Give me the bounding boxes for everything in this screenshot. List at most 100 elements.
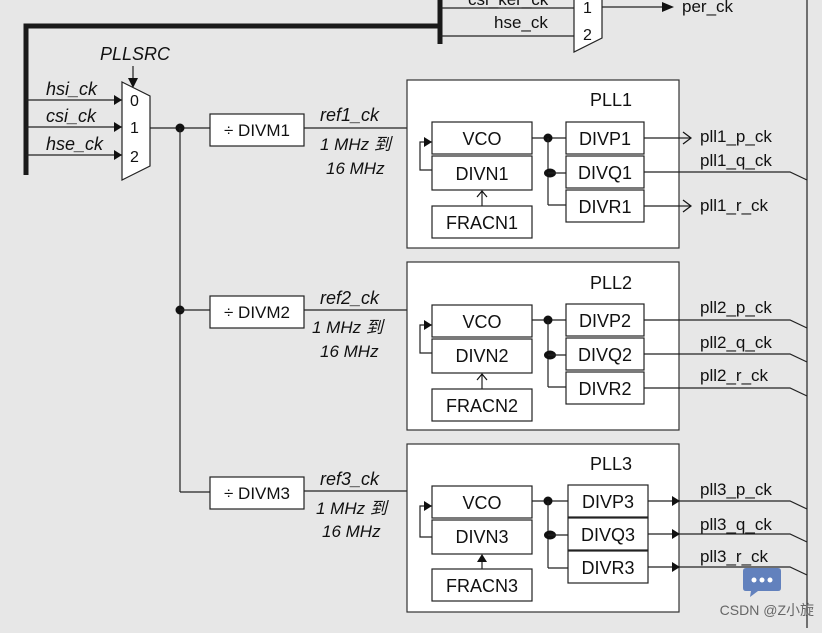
pll2-divr-box (565, 371, 645, 405)
pll3-feedback-arrow (424, 501, 432, 511)
pll1-divn-label: DIVN1 (455, 164, 508, 184)
pll1-fracn-arrow (476, 190, 488, 198)
pll1-vco-label: VCO (462, 129, 501, 149)
pll2-ref-label: ref2_ck (320, 288, 380, 308)
pll2-vco-box (431, 304, 533, 338)
pll3-vco-box (431, 485, 533, 519)
pll2-title: PLL2 (590, 273, 632, 293)
pll3-p-arrow (672, 496, 680, 506)
pll2-divq-label: DIVQ2 (578, 345, 632, 365)
pll2-divm-box (209, 295, 305, 329)
top-mux (573, 0, 603, 53)
pll1-range-line1: 1 MHz 到 (320, 135, 394, 154)
pll1-divr-label: DIVR1 (578, 197, 631, 217)
pllsrc-label: PLLSRC (100, 44, 171, 64)
pll3-block: ÷ DIVM3 ref3_ck 1 MHz 到 16 MHz PLL3 VCO … (209, 443, 808, 613)
pll2-range-line2: 16 MHz (320, 342, 379, 361)
output-per-ck: per_ck (682, 0, 734, 16)
pll3-fracn-arrow (477, 554, 487, 562)
pll2-fracn-arrow (476, 373, 488, 381)
pllsrc-number-1: 1 (130, 120, 139, 137)
pll1-divq-label: DIVQ1 (578, 163, 632, 183)
pll3-ref-label: ref3_ck (320, 469, 380, 489)
pll3-divm-box (209, 476, 305, 510)
pll2-divq-box (565, 337, 645, 371)
pllsrc-mux (121, 81, 151, 181)
top-mux-number-2: 2 (583, 27, 592, 44)
pll1-out-p: pll1_p_ck (700, 127, 772, 146)
pll2-out-r: pll2_r_ck (700, 366, 769, 385)
pll1-divm-box (209, 113, 305, 147)
pll2-range-line1: 1 MHz 到 (312, 318, 386, 337)
pll3-divq-label: DIVQ3 (581, 525, 635, 545)
pll2-fracn-box (431, 388, 533, 422)
pll1-range-line2: 16 MHz (326, 159, 385, 178)
pll1-divm-label: ÷ DIVM1 (224, 121, 290, 140)
pll1-divp-box (565, 121, 645, 155)
pll3-divr-label: DIVR3 (581, 558, 634, 578)
csi-arrow (114, 122, 122, 132)
pll1-r-arrow (682, 199, 692, 213)
pll3-divm-label: ÷ DIVM3 (224, 484, 290, 503)
pllsrc-number-2: 2 (130, 149, 139, 166)
pll3-vco-label: VCO (462, 493, 501, 513)
pll1-q-wire (644, 171, 808, 181)
pll3-range-line1: 1 MHz 到 (316, 499, 390, 518)
watermark: CSDN @Z小旋 (719, 602, 814, 618)
pll2-divp-label: DIVP2 (579, 311, 631, 331)
pll3-divq-box (567, 517, 649, 551)
pll3-title: PLL3 (590, 454, 632, 474)
pll3-r-wire-b (680, 566, 808, 576)
pll1-p-arrow (682, 131, 692, 145)
hsi-arrow (114, 95, 122, 105)
pll2-divm-label: ÷ DIVM2 (224, 303, 290, 322)
pll2-divn-label: DIVN2 (455, 346, 508, 366)
top-mux-number-1: 1 (583, 0, 592, 17)
pll2-divn-box (431, 338, 533, 374)
pll3-divn-label: DIVN3 (455, 527, 508, 547)
pll1-out-q: pll1_q_ck (700, 151, 772, 170)
pll2-q-wire (644, 353, 808, 363)
pll2-feedback-arrow (424, 320, 432, 330)
pll3-divn-box (431, 519, 533, 555)
pllsrc-input-hsi: hsi_ck (46, 79, 98, 99)
pll2-vco-label: VCO (462, 312, 501, 332)
pll1-ref-label: ref1_ck (320, 105, 380, 125)
top-input-hse: hse_ck (494, 13, 548, 32)
pll3-range-line2: 16 MHz (322, 522, 381, 541)
pll2-out-p: pll2_p_ck (700, 298, 772, 317)
pll3-out-p: pll3_p_ck (700, 480, 772, 499)
pll3-q-arrow (672, 529, 680, 539)
pll3-p-wire-b (680, 500, 808, 510)
pll2-fracn-label: FRACN2 (446, 396, 518, 416)
pll3-fracn-box (431, 568, 533, 602)
pllsrc-input-hse: hse_ck (46, 134, 104, 154)
pll1-title: PLL1 (590, 90, 632, 110)
pll3-fracn-label: FRACN3 (446, 576, 518, 596)
pll3-r-arrow (672, 562, 680, 572)
pll1-out-r: pll1_r_ck (700, 196, 769, 215)
pll2-block: ÷ DIVM2 ref2_ck 1 MHz 到 16 MHz PLL2 VCO … (209, 261, 808, 431)
pll3-out-r: pll3_r_ck (700, 547, 769, 566)
pll3-q-wire-b (680, 533, 808, 543)
pll3-divp-box (567, 484, 649, 518)
pll3-out-q: pll3_q_ck (700, 515, 772, 534)
pll2-divr-label: DIVR2 (578, 379, 631, 399)
chat-bubble-icon (742, 566, 782, 598)
pll1-fracn-label: FRACN1 (446, 213, 518, 233)
pll1-divq-box (565, 155, 645, 189)
per-ck-arrow (662, 2, 674, 12)
pll2-divp-box (565, 303, 645, 337)
pll1-divp-label: DIVP1 (579, 129, 631, 149)
pll2-r-wire (644, 387, 808, 397)
pllsrc-select-arrow (128, 78, 138, 88)
pll1-block: ÷ DIVM1 ref1_ck 1 MHz 到 16 MHz PLL1 VCO … (209, 79, 808, 249)
pllsrc-number-0: 0 (130, 93, 139, 110)
pll1-divr-box (565, 189, 645, 223)
pllsrc-input-csi: csi_ck (46, 106, 97, 126)
pll1-vco-box (431, 121, 533, 155)
hse-arrow (114, 150, 122, 160)
top-input-csi-ker: csi_ker_ck (468, 0, 549, 9)
